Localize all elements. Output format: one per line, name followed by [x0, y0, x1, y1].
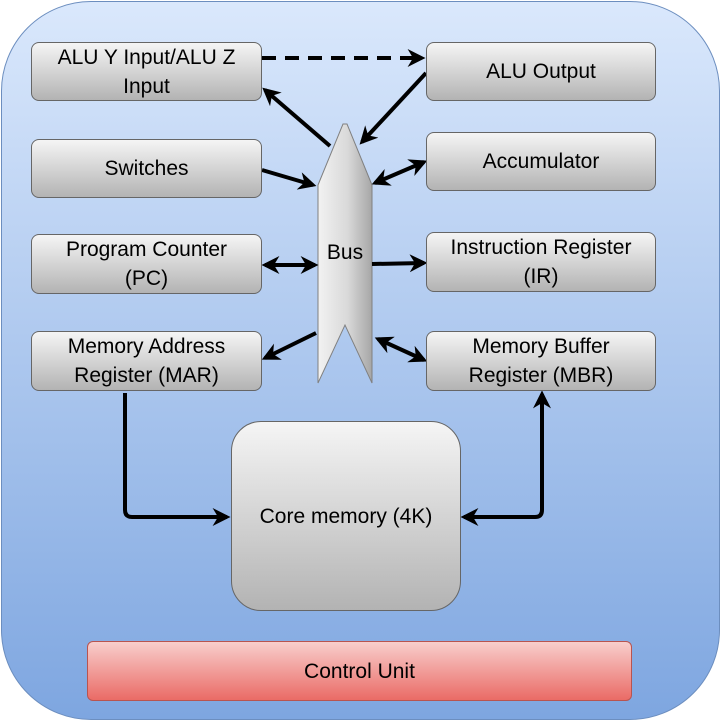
control-unit-label: Control Unit [304, 659, 415, 683]
arrow-alu-output-to-bus [359, 71, 428, 145]
switches-label: Switches [104, 157, 189, 180]
instruction-register-block[interactable]: Instruction Register (IR) [426, 232, 656, 292]
arrow-core-memory-mbr [460, 390, 551, 526]
alu-input-label: ALU Y Input/ALU Z Input [57, 45, 236, 98]
arrow-bus-to-instruction-register [371, 254, 428, 273]
mbr-block[interactable]: Memory Buffer Register (MBR) [426, 331, 656, 391]
bus-label: Bus [326, 241, 364, 264]
arrow-mar-to-core-memory [123, 393, 231, 526]
control-unit-block[interactable]: Control Unit [87, 641, 632, 701]
arrow-switches-to-bus [261, 168, 317, 190]
alu-input-block[interactable]: ALU Y Input/ALU Z Input [31, 42, 262, 101]
accumulator-label: Accumulator [482, 150, 600, 173]
arrow-bus-mbr [374, 336, 428, 363]
core-memory-label: Core memory (4K) [259, 504, 433, 528]
accumulator-block[interactable]: Accumulator [426, 132, 656, 191]
arrow-bus-accumulator [371, 159, 428, 186]
bus-shape [317, 123, 373, 384]
switches-block[interactable]: Switches [31, 139, 262, 198]
alu-output-label: ALU Output [486, 60, 596, 83]
alu-output-block[interactable]: ALU Output [426, 42, 656, 101]
core-memory-block[interactable]: Core memory (4K) [231, 421, 461, 611]
mar-label: Memory Address Register (MAR) [67, 335, 226, 387]
mbr-label: Memory Buffer Register (MBR) [468, 335, 614, 387]
program-counter-label: Program Counter (PC) [65, 238, 228, 290]
mar-block[interactable]: Memory Address Register (MAR) [31, 331, 262, 391]
instruction-register-label: Instruction Register (IR) [450, 236, 632, 288]
arrow-bus-to-alu-input [262, 87, 332, 148]
arrow-bus-to-mar [261, 331, 317, 360]
program-counter-block[interactable]: Program Counter (PC) [31, 234, 262, 294]
